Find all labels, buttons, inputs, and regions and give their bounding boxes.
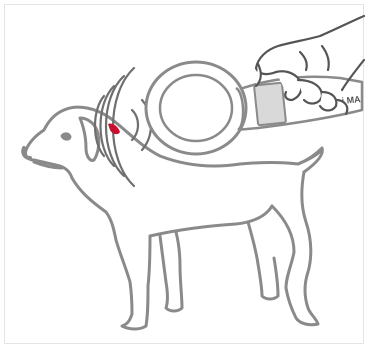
scanner-ring-inner (160, 75, 232, 141)
scanner-display (254, 83, 286, 126)
